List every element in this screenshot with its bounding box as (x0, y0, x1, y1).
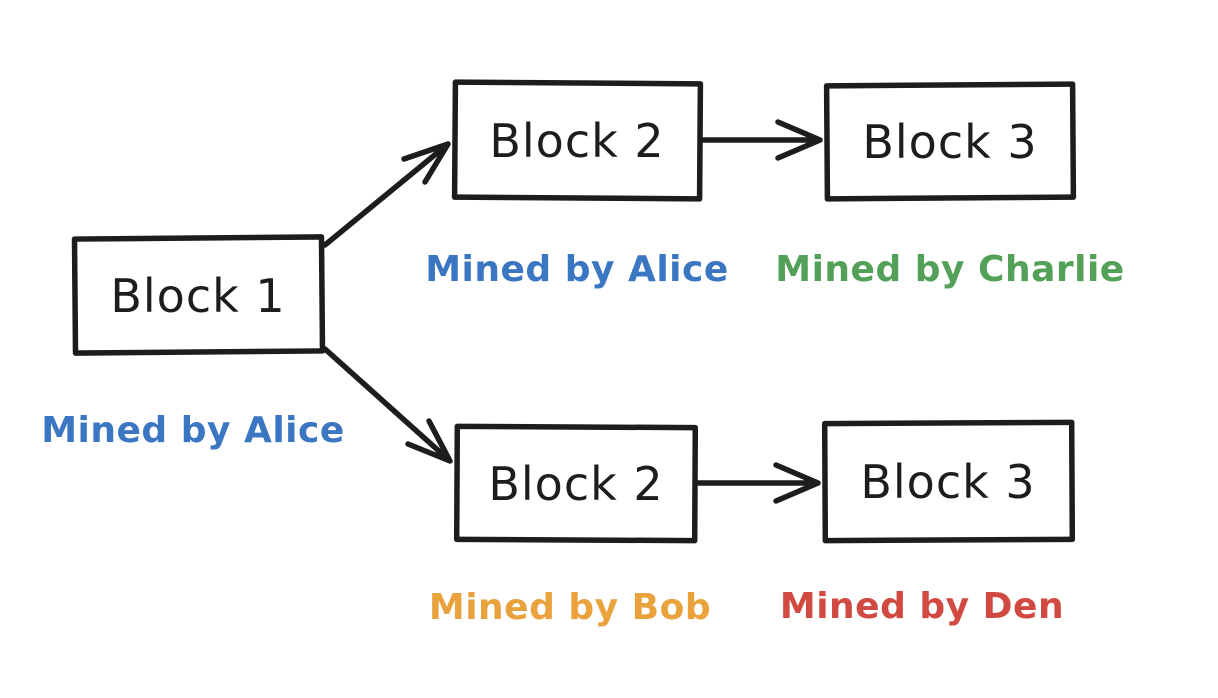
node-block-1: Block 1 (71, 234, 326, 356)
edge-block1-to-block2-top (322, 141, 451, 248)
block-2-bottom-miner-label: Mined by Bob (429, 587, 711, 628)
edge-block2-bottom-to-block3-bottom (692, 462, 821, 504)
edges (322, 119, 823, 504)
node-block-3-top: Block 3 (823, 81, 1077, 202)
node-block-2-top: Block 2 (451, 79, 704, 202)
block-2-bottom-label: Block 2 (488, 457, 663, 511)
block-2-bottom-box (453, 423, 699, 544)
edge-block2-top-to-block3-top (697, 119, 823, 161)
block-2-top-label: Block 2 (489, 114, 664, 168)
block-2-top-box (451, 79, 704, 202)
block-3-top-label: Block 3 (862, 115, 1037, 169)
block-2-top-miner-label: Mined by Alice (425, 249, 729, 290)
block-3-bottom-miner-label: Mined by Den (780, 586, 1064, 627)
node-block-3-bottom: Block 3 (821, 419, 1076, 544)
block-1-miner-label: Mined by Alice (41, 410, 345, 451)
block-3-top-box (823, 81, 1077, 202)
block-3-bottom-box (821, 419, 1076, 544)
block-3-bottom-label: Block 3 (860, 455, 1035, 509)
edge-block1-to-block2-bottom (322, 346, 453, 464)
block-3-top-miner-label: Mined by Charlie (775, 249, 1124, 290)
block-1-label: Block 1 (110, 269, 285, 323)
block-1-box (71, 234, 326, 356)
node-block-2-bottom: Block 2 (453, 423, 699, 544)
